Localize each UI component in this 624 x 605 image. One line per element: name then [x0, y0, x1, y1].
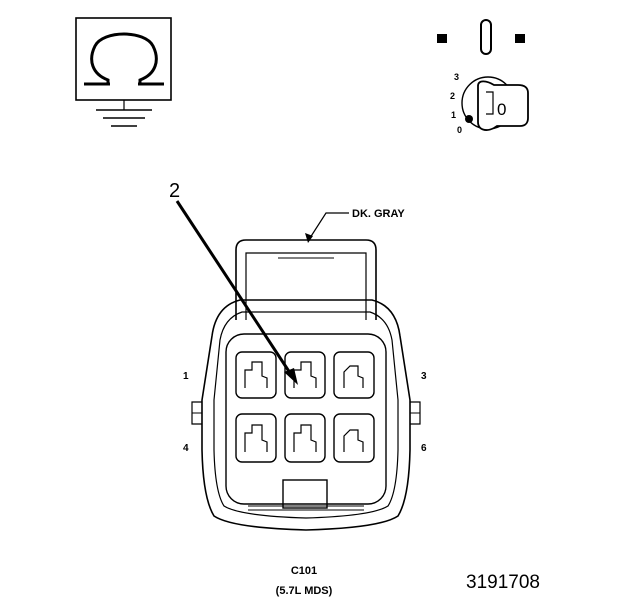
ignition-key-glyph: 0	[497, 100, 506, 119]
ignition-switch-icon: 3 2 1 0 0	[437, 19, 529, 135]
terminal-cavity-6	[333, 413, 375, 463]
terminal-cavity-5	[284, 413, 326, 463]
ignition-position-3: 3	[454, 72, 459, 82]
pin-label-1: 1	[183, 371, 189, 382]
connector-c101	[191, 239, 421, 531]
ignition-position-0: 0	[457, 125, 462, 135]
ohmmeter-symbol-icon	[75, 17, 172, 127]
ignition-position-1: 1	[451, 110, 456, 120]
terminal-cavity-3	[333, 351, 375, 399]
connector-id: C101	[291, 565, 317, 577]
pin-label-3: 3	[421, 371, 427, 382]
terminal-cavity-4	[235, 413, 277, 463]
terminal-cavity-1	[235, 351, 277, 399]
pin-label-6: 6	[421, 443, 427, 454]
terminal-cavity-2	[284, 351, 326, 399]
callout-number: 2	[169, 180, 180, 202]
ignition-position-2: 2	[450, 91, 455, 101]
figure-number: 3191708	[466, 572, 540, 593]
callout-arrow	[175, 200, 298, 385]
pin-label-4: 4	[183, 443, 189, 454]
wire-color-leader	[305, 212, 349, 243]
wire-color-label: DK. GRAY	[352, 208, 405, 220]
connector-description: (5.7L MDS)	[276, 585, 333, 597]
